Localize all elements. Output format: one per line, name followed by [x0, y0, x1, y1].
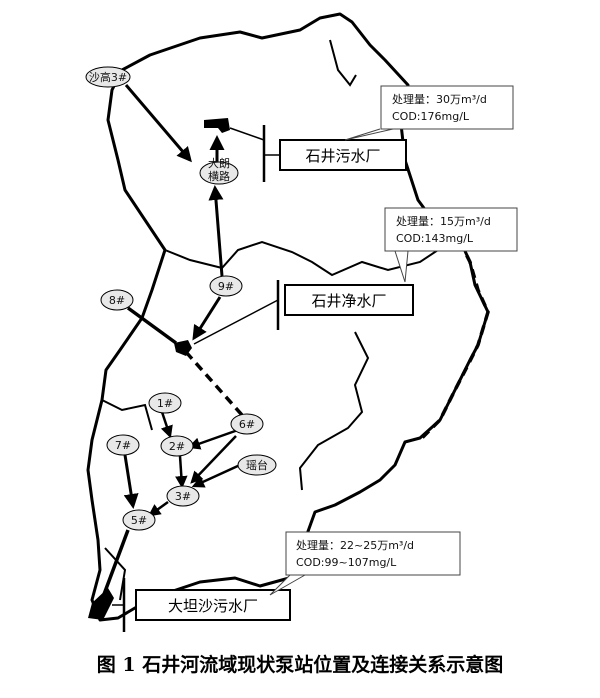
station-label: 5# — [131, 514, 147, 527]
pipe-gaosan-to-sewage — [124, 84, 192, 163]
pipe-5-to-datansha — [98, 529, 130, 606]
station-2: 2# — [160, 435, 194, 457]
station-5: 5# — [122, 509, 156, 531]
station-6: 6# — [230, 413, 264, 435]
info-capacity: 处理量：30万m³/d — [392, 93, 487, 106]
pipe-2-to-3 — [175, 455, 188, 489]
pipe-7-to-5 — [123, 454, 139, 509]
pipe-1-to-2 — [160, 411, 173, 439]
subbasin-line-e — [104, 547, 127, 601]
station-9: 9# — [209, 275, 243, 297]
subbasin-line-c — [298, 331, 370, 491]
station-label: 9# — [218, 280, 234, 293]
pipe-6-to-3 — [190, 435, 237, 484]
station-gaosan: 沙高3# — [85, 66, 131, 88]
station-3: 3# — [166, 485, 200, 507]
station-label: 7# — [115, 439, 131, 452]
station-label: 横路 — [208, 169, 230, 183]
station-label: 大朗 — [208, 156, 230, 170]
station-yaotai: 瑶台 — [237, 454, 277, 476]
dashed-boundary — [420, 241, 490, 440]
plant-shijing-water: 石井净水厂 — [193, 280, 414, 345]
station-7: 7# — [106, 434, 140, 456]
pipe-6-to-2 — [187, 428, 239, 450]
shijing-sewage-plant-marker — [204, 118, 230, 133]
info-shijing-water: 处理量：15万m³/d COD:143mg/L — [384, 207, 518, 283]
info-datansha: 处理量：22~25万m³/d COD:99~107mg/L — [269, 531, 461, 596]
info-cod: COD:176mg/L — [392, 110, 470, 123]
plant-shijing-sewage: 石井污水厂 — [229, 125, 407, 182]
pump-station-map: 沙高3# 大朗 横路 9# 8# 1# 6# 7# 2# 瑶台 3# 5# — [85, 12, 518, 632]
pipe-9-to-water — [192, 296, 222, 341]
subbasin-line-d — [101, 399, 153, 431]
plant-datansha: 大坦沙污水厂 — [112, 578, 291, 632]
pipe-yaotai-to-3 — [191, 463, 241, 488]
info-capacity: 处理量：22~25万m³/d — [296, 539, 414, 552]
pipe-3-to-5 — [147, 500, 169, 517]
station-label: 1# — [157, 397, 173, 410]
info-cod: COD:99~107mg/L — [296, 556, 397, 569]
station-label: 8# — [109, 294, 125, 307]
station-label: 6# — [239, 418, 255, 431]
plant-name: 大坦沙污水厂 — [168, 597, 258, 615]
station-8: 8# — [100, 289, 134, 311]
station-label: 2# — [169, 440, 185, 453]
plant-name: 石井净水厂 — [311, 292, 386, 310]
pipe-8-to-water — [126, 306, 178, 345]
station-label: 瑶台 — [246, 458, 268, 472]
info-capacity: 处理量：15万m³/d — [396, 215, 491, 228]
station-label: 沙高3# — [89, 70, 127, 84]
pipe-6-dashed — [184, 350, 244, 417]
info-cod: COD:143mg/L — [396, 232, 474, 245]
pipe-9-to-daluang — [208, 185, 224, 277]
subbasin-line-a — [329, 39, 357, 87]
info-shijing-sewage: 处理量：30万m³/d COD:176mg/L — [344, 85, 514, 141]
watershed-boundary — [86, 12, 490, 622]
station-daluang: 大朗 横路 — [199, 156, 239, 185]
station-label: 3# — [175, 490, 191, 503]
plant-name: 石井污水厂 — [305, 147, 380, 165]
station-1: 1# — [148, 392, 182, 414]
figure-caption: 图 1 石井河流域现状泵站位置及连接关系示意图 — [96, 654, 504, 676]
